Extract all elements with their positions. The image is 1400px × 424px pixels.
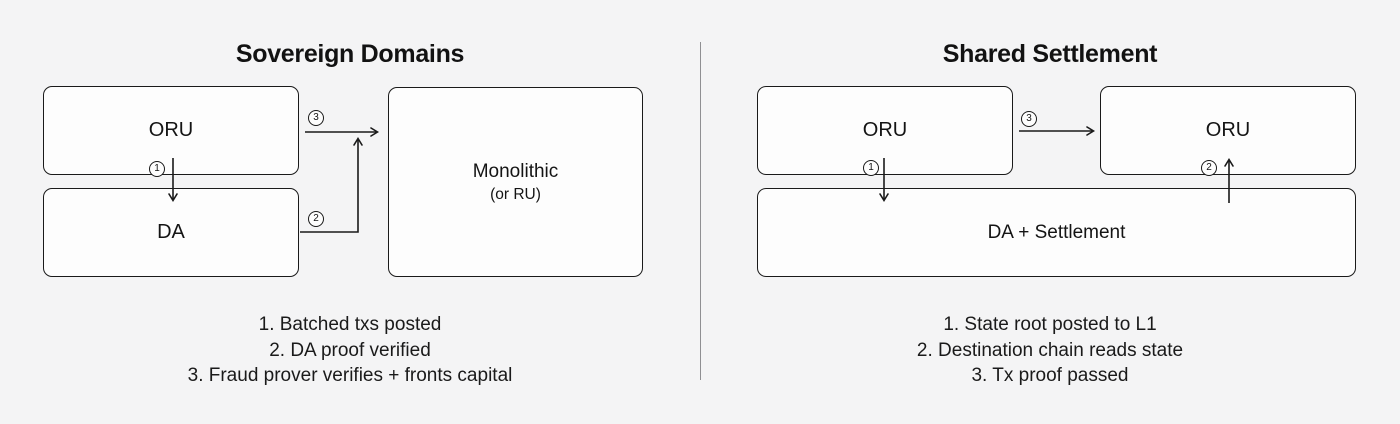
left-step1-badge: 1 [149, 161, 165, 177]
right-caption-line-3: 3. Tx proof passed [971, 365, 1129, 386]
left-caption-line-2: 2. DA proof verified [269, 339, 431, 361]
right-panel-title: Shared Settlement [942, 40, 1158, 68]
da-settlement-box: DA + Settlement [757, 188, 1356, 277]
right-step1-badge: 1 [863, 160, 879, 176]
monolithic-label: Monolithic [472, 160, 559, 182]
left-caption-line-3: 3. Fraud prover verifies + fronts capita… [187, 365, 513, 386]
right-caption-line-2: 2. Destination chain reads state [916, 339, 1184, 361]
right-oru-source-box: ORU [757, 86, 1013, 175]
monolithic-sublabel: (or RU) [490, 185, 541, 203]
left-da-label: DA [157, 221, 185, 243]
panel-divider [700, 42, 701, 380]
left-caption-line-1: 1. Batched txs posted [258, 314, 442, 335]
da-settlement-label: DA + Settlement [987, 221, 1126, 243]
right-oru-destination-label: ORU [1205, 119, 1251, 141]
right-step2-badge: 2 [1201, 160, 1217, 176]
right-caption-line-1: 1. State root posted to L1 [943, 314, 1157, 335]
left-oru-box: ORU [43, 86, 299, 175]
left-panel-title: Sovereign Domains [235, 40, 465, 68]
left-da-box: DA [43, 188, 299, 277]
right-step3-badge: 3 [1021, 111, 1037, 127]
monolithic-box: Monolithic (or RU) [388, 87, 643, 277]
right-caption-list: 1. State root posted to L1 2. Destinatio… [700, 312, 1400, 389]
right-oru-destination-box: ORU [1100, 86, 1356, 175]
right-oru-source-label: ORU [862, 119, 908, 141]
left-step3-badge: 3 [308, 110, 324, 126]
left-step2-badge: 2 [308, 211, 324, 227]
left-caption-list: 1. Batched txs posted 2. DA proof verifi… [0, 312, 700, 389]
left-oru-label: ORU [148, 119, 194, 141]
